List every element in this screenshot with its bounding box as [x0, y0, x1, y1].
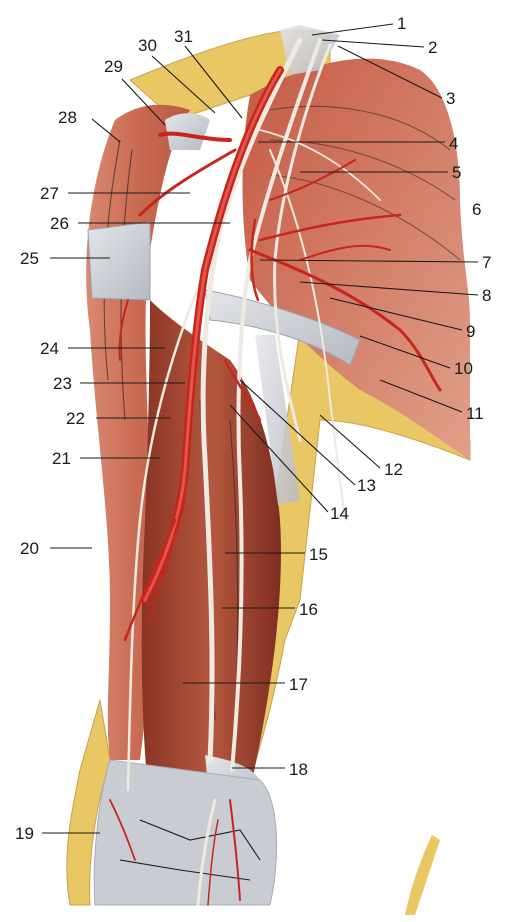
- callout-6: 6: [472, 200, 481, 219]
- callout-14: 14: [330, 504, 349, 523]
- callout-3: 3: [446, 89, 455, 108]
- leader-lines: [42, 23, 479, 834]
- callout-7: 7: [482, 253, 491, 272]
- callout-23: 23: [53, 374, 72, 393]
- callout-26: 26: [50, 214, 69, 233]
- callout-15: 15: [309, 545, 328, 564]
- callout-17: 17: [289, 675, 308, 694]
- callout-25: 25: [20, 249, 39, 268]
- callout-16: 16: [299, 600, 318, 619]
- callout-2: 2: [428, 38, 437, 57]
- callout-29: 29: [104, 57, 123, 76]
- callout-4: 4: [449, 134, 458, 153]
- callout-28: 28: [58, 108, 77, 127]
- callout-1: 1: [397, 14, 406, 33]
- pectoral-muscle: [242, 58, 470, 461]
- callout-11: 11: [466, 404, 484, 423]
- callout-10: 10: [454, 359, 473, 378]
- callout-22: 22: [66, 409, 85, 428]
- callout-9: 9: [466, 322, 475, 341]
- forearm: [93, 759, 278, 906]
- callout-27: 27: [40, 184, 59, 203]
- callout-20: 20: [20, 539, 39, 558]
- callout-12: 12: [384, 460, 403, 479]
- callout-labels: 1 2 3 4 5 6 7 8 9 10 11 12 13 14 15 16 1…: [15, 14, 491, 843]
- callout-24: 24: [40, 339, 59, 358]
- callout-21: 21: [52, 449, 71, 468]
- callout-18: 18: [289, 760, 308, 779]
- callout-5: 5: [452, 163, 461, 182]
- callout-8: 8: [482, 286, 491, 305]
- callout-13: 13: [357, 476, 376, 495]
- callout-30: 30: [138, 36, 157, 55]
- callout-31: 31: [174, 27, 193, 46]
- arteries: [109, 66, 442, 906]
- callout-19: 19: [15, 824, 34, 843]
